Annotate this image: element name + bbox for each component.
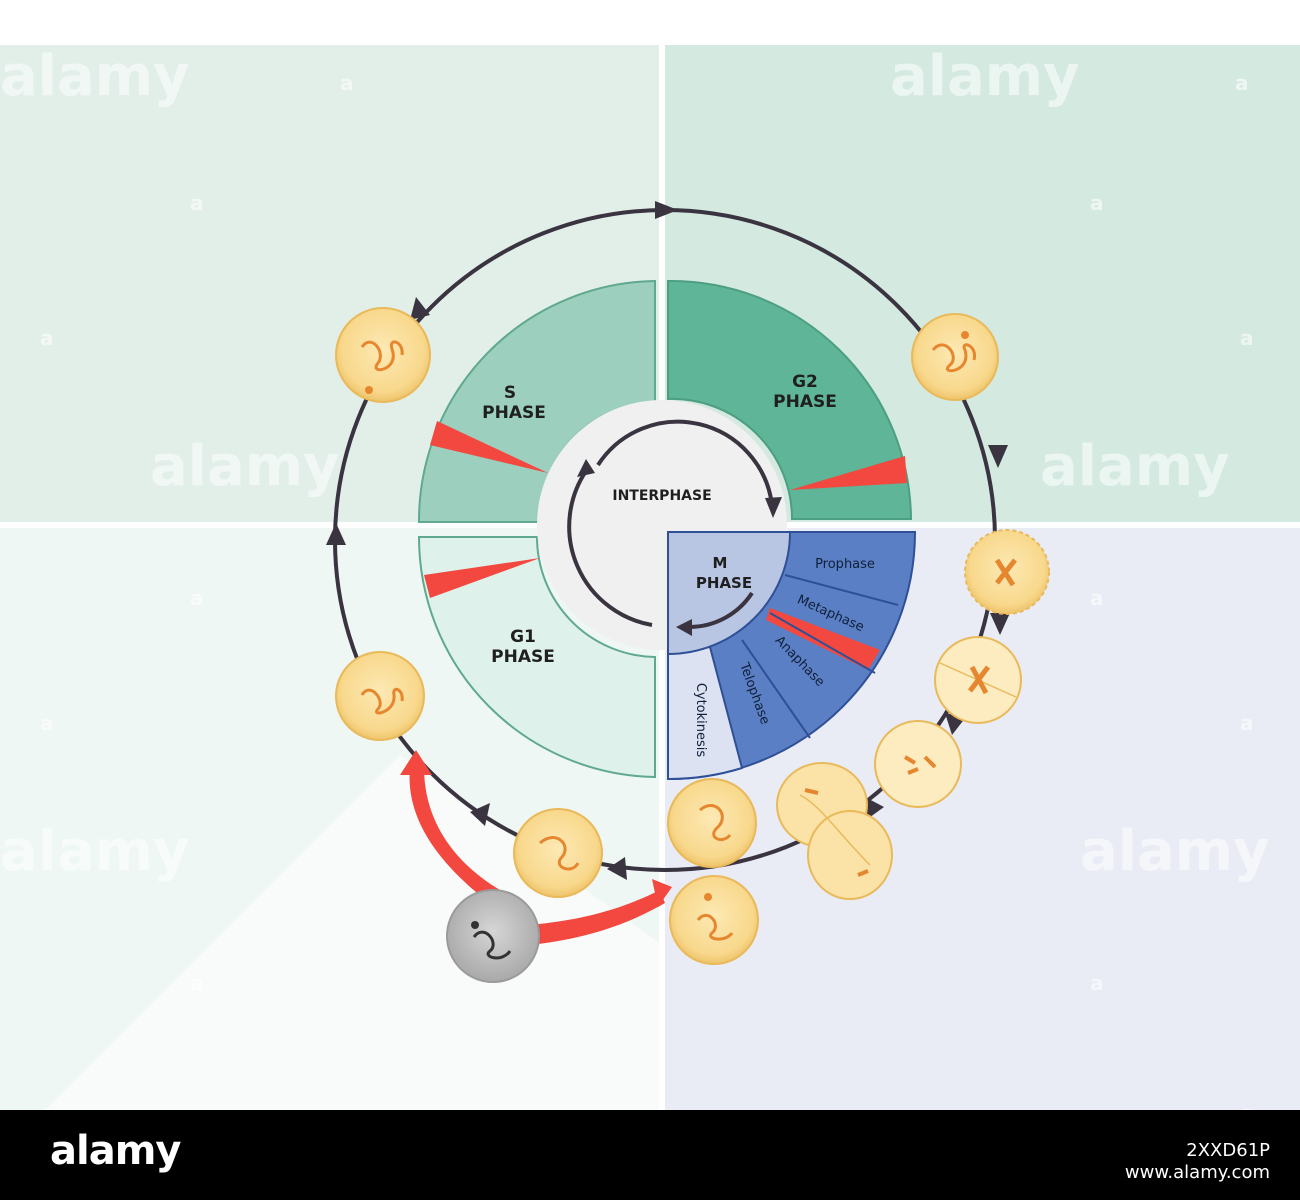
bg-white-triangle [0, 755, 662, 1155]
svg-text:a: a [190, 971, 204, 995]
svg-text:a: a [1235, 71, 1249, 95]
checkpoint-g1 [424, 558, 540, 598]
cell-anaphase [874, 720, 962, 808]
svg-text:a: a [1090, 971, 1104, 995]
svg-text:a: a [190, 586, 204, 610]
svg-text:alamy: alamy [150, 434, 340, 499]
svg-text:alamy: alamy [1040, 434, 1230, 499]
g0-entry-arrow [528, 890, 665, 945]
cycle-direction-arrows [326, 201, 1010, 880]
svg-text:a: a [1090, 586, 1104, 610]
cell-g1-phase [335, 651, 425, 741]
svg-text:a: a [1240, 326, 1254, 350]
svg-text:alamy: alamy [0, 44, 190, 109]
cell-prophase [964, 529, 1050, 615]
checkpoint-s [430, 421, 548, 473]
site-url: www.alamy.com [1124, 1162, 1270, 1183]
g2-phase-sector [667, 279, 913, 520]
svg-text:a: a [340, 71, 354, 95]
prophase-label: Prophase [815, 557, 875, 572]
center-label: INTERPHASE [612, 488, 711, 504]
svg-text:a: a [1240, 711, 1254, 735]
checkpoint-g2 [790, 456, 907, 490]
g1-phase-sector [417, 536, 656, 779]
svg-text:a: a [190, 191, 204, 215]
cell-daughter-upper [667, 778, 757, 868]
cytokinesis-sector [667, 645, 744, 781]
svg-text:a: a [1090, 191, 1104, 215]
svg-text:a: a [40, 711, 54, 735]
watermark-footer: alamy 2XXD61P www.alamy.com [0, 1110, 1300, 1200]
footer-image-id: 2XXD61P www.alamy.com [1125, 1140, 1270, 1184]
cell-metaphase [934, 636, 1022, 724]
image-id: 2XXD61P [1186, 1140, 1270, 1161]
watermark-layer: alamy alamy alamy alamy alamy alamy a a … [0, 44, 1270, 1125]
cell-telophase [776, 762, 893, 900]
cytokinesis-label: Cytokinesis [693, 683, 708, 758]
cell-g2-phase [911, 313, 999, 401]
cell-s-phase [335, 307, 431, 403]
cell-early-g1 [513, 808, 603, 898]
checkpoint-m [766, 608, 880, 670]
footer-logo: alamy [50, 1128, 181, 1174]
cell-g0-quiescent [446, 889, 540, 983]
svg-text:alamy: alamy [0, 819, 190, 884]
svg-text:alamy: alamy [1080, 819, 1270, 884]
svg-text:a: a [40, 326, 54, 350]
m-phase-inner [667, 531, 792, 656]
cell-daughter-lower [669, 875, 759, 965]
svg-text:alamy: alamy [890, 44, 1080, 109]
